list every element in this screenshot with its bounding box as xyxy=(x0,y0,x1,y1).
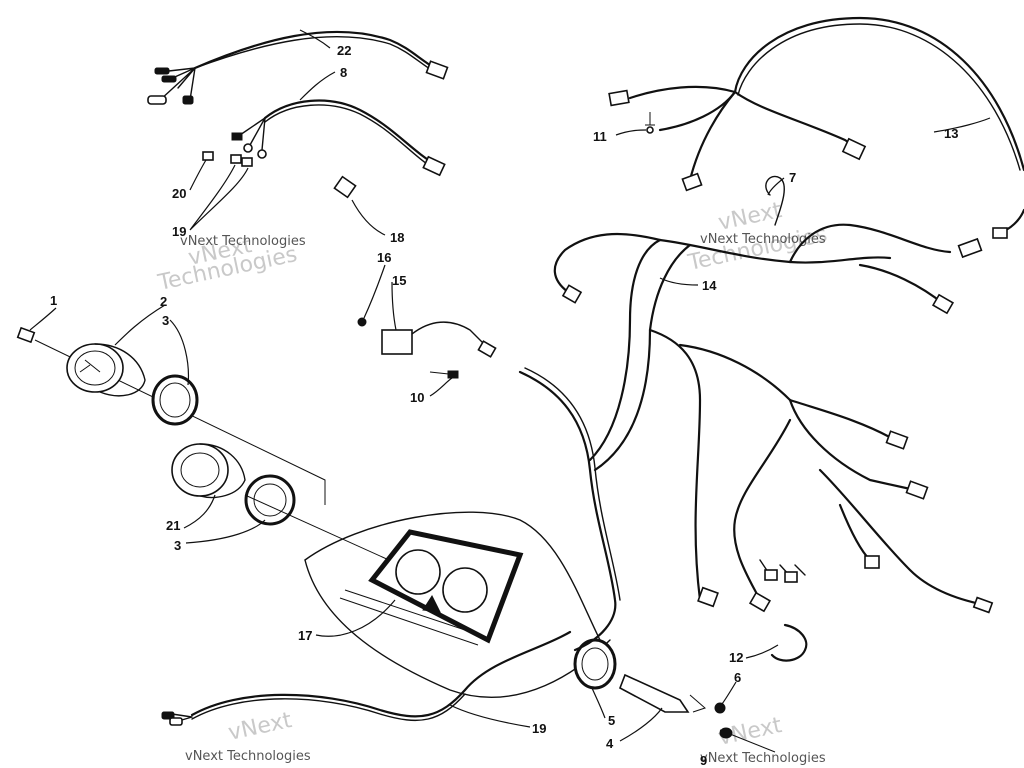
callout-2: 2 xyxy=(160,294,167,309)
watermark-top-3: vNext xyxy=(226,708,294,746)
callout-3-lower: 3 xyxy=(174,538,181,553)
callout-4: 4 xyxy=(606,736,614,751)
watermark-top-2: vNext xyxy=(716,198,784,236)
lower-right-parts xyxy=(573,623,808,753)
part-15 xyxy=(381,329,413,355)
gauge-21 xyxy=(171,443,229,497)
callout-7: 7 xyxy=(789,170,796,185)
callout-3-upper: 3 xyxy=(162,313,169,328)
leader-lines xyxy=(29,29,991,742)
part-16 xyxy=(357,317,367,327)
callout-21: 21 xyxy=(166,518,180,533)
gauge-assembly-lower xyxy=(171,443,401,566)
callout-19-top: 19 xyxy=(172,224,186,239)
callout-1: 1 xyxy=(50,293,57,308)
nut-6 xyxy=(714,702,726,714)
harness-8 xyxy=(231,99,446,177)
part-1-bulb xyxy=(16,326,36,344)
watermark-brand-4: vNext Technologies xyxy=(700,751,826,766)
connector-22 xyxy=(425,60,449,80)
callout-6: 6 xyxy=(734,670,741,685)
callout-5: 5 xyxy=(608,713,615,728)
small-parts xyxy=(202,112,655,379)
part-19b xyxy=(241,157,253,167)
clip-12 xyxy=(770,623,808,662)
callout-labels: 22 8 20 19 18 16 15 10 11 13 7 14 1 2 3 … xyxy=(50,43,958,768)
harness-13 xyxy=(608,16,1024,192)
callout-19-bottom: 19 xyxy=(532,721,546,736)
gauge-assembly-upper xyxy=(16,326,326,505)
part-9 xyxy=(719,727,733,739)
part-11 xyxy=(646,126,654,134)
callout-18: 18 xyxy=(390,230,404,245)
callout-10: 10 xyxy=(410,390,424,405)
ring-3b xyxy=(244,474,296,526)
switch-4 xyxy=(618,673,690,713)
callout-15: 15 xyxy=(392,273,406,288)
callout-16: 16 xyxy=(377,250,391,265)
callout-17: 17 xyxy=(298,628,312,643)
part-10 xyxy=(447,370,459,379)
callout-12: 12 xyxy=(729,650,743,665)
part-20 xyxy=(202,151,214,161)
part-18 xyxy=(333,175,357,199)
harness-19 xyxy=(161,630,572,726)
callout-13: 13 xyxy=(944,126,958,141)
watermark-brand-3: vNext Technologies xyxy=(185,749,311,764)
part-19a xyxy=(230,154,242,164)
connector-8 xyxy=(422,155,446,177)
callout-9: 9 xyxy=(700,753,707,768)
callout-14: 14 xyxy=(702,278,717,293)
harness-22 xyxy=(147,30,449,105)
watermark-brand-2: vNext Technologies xyxy=(700,232,826,247)
callout-20: 20 xyxy=(172,186,186,201)
callout-11: 11 xyxy=(593,129,607,144)
dash-pod-17 xyxy=(304,511,611,698)
watermark-brand: vNext Technologies xyxy=(180,234,306,249)
harness-14 xyxy=(518,175,1024,652)
callout-22: 22 xyxy=(337,43,351,58)
callout-8: 8 xyxy=(340,65,347,80)
